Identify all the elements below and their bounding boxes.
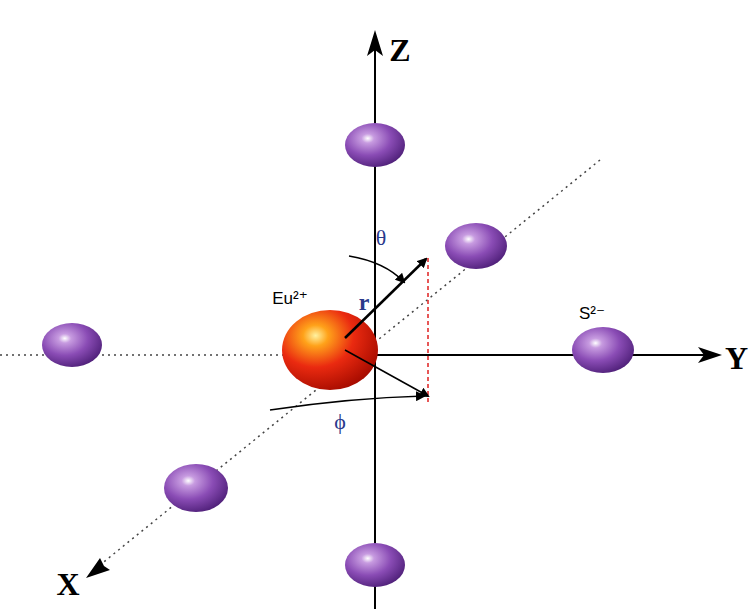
sulfur-sphere bbox=[445, 223, 507, 269]
angle-label: ϕ bbox=[334, 409, 346, 435]
sulfur-sphere bbox=[572, 327, 634, 373]
axis-label: Y bbox=[725, 340, 748, 377]
ion-label: S²⁻ bbox=[579, 303, 605, 324]
y-axis bbox=[375, 354, 705, 356]
sulfur-sphere bbox=[164, 464, 228, 512]
phi-arc bbox=[270, 396, 424, 410]
europium-sphere bbox=[282, 310, 378, 390]
x-arrowhead bbox=[86, 558, 110, 578]
theta-arc bbox=[349, 256, 404, 282]
sulfur-sphere bbox=[42, 323, 102, 367]
x-axis-dotted bbox=[100, 160, 600, 565]
radius-vector bbox=[345, 259, 426, 338]
y-arrowhead bbox=[698, 347, 722, 363]
sulfur-sphere bbox=[345, 543, 405, 587]
axis-label: X bbox=[56, 566, 79, 603]
sulfur-sphere bbox=[345, 123, 405, 167]
ion-label: Eu²⁺ bbox=[272, 288, 307, 309]
projection-vector bbox=[345, 350, 428, 396]
radius-label: r bbox=[359, 289, 370, 316]
angle-label: θ bbox=[376, 225, 387, 251]
z-arrowhead bbox=[367, 30, 383, 56]
projection-line bbox=[427, 258, 429, 402]
axis-label: Z bbox=[389, 32, 410, 69]
